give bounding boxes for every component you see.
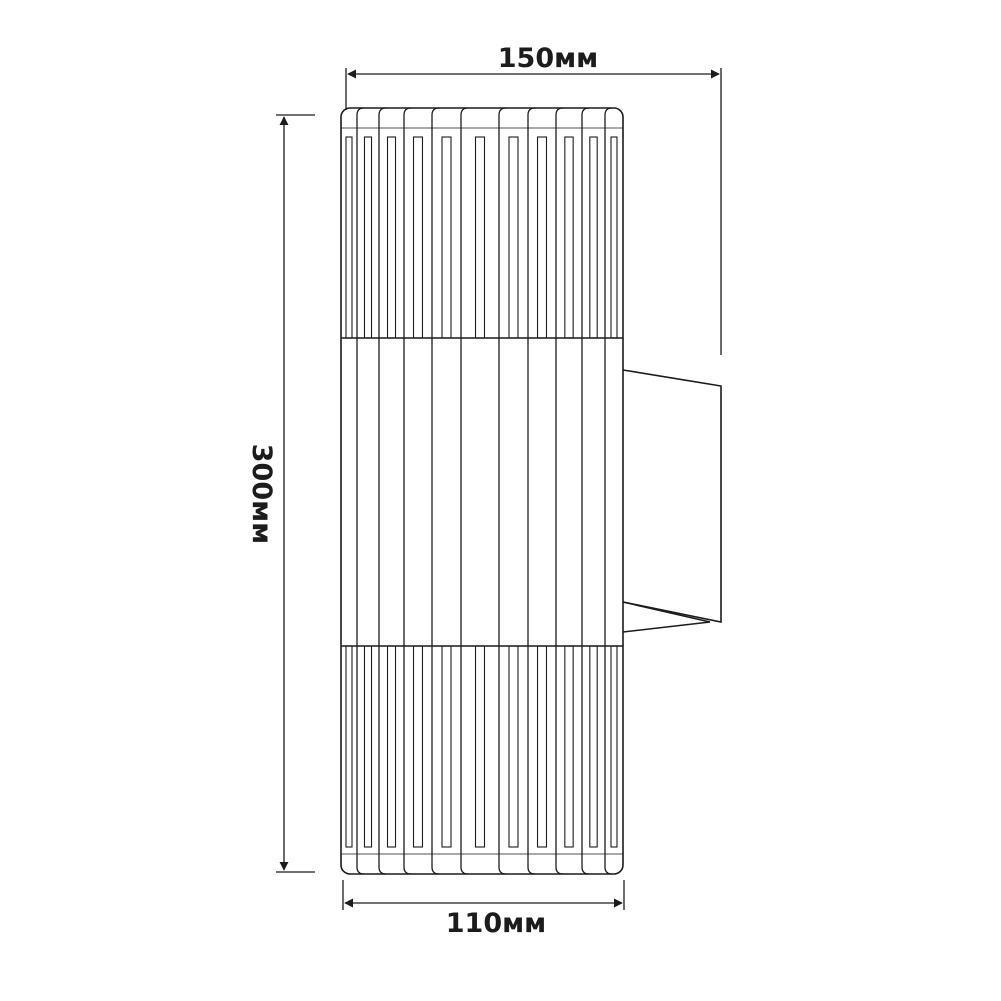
fin-cap-bottom (378, 866, 387, 875)
lower-slot (412, 645, 424, 848)
fin-cap-top (460, 107, 469, 116)
upper-slot (345, 136, 353, 339)
fin-cap-bottom (581, 866, 590, 875)
fin-cap-top (604, 107, 613, 116)
fin-cap-bottom (604, 866, 613, 875)
lamp-body-outline (340, 107, 624, 875)
fin-cap-top (527, 107, 536, 116)
lamp-fins (341, 107, 623, 875)
fin-cap-top (378, 107, 387, 116)
lower-slot (564, 645, 574, 848)
lower-slot (589, 645, 598, 848)
upper-slot (508, 136, 519, 339)
lower-slot (610, 645, 618, 848)
bottom-width-dimension: 110мм (342, 880, 625, 939)
upper-slot (363, 136, 373, 339)
upper-slot (441, 136, 452, 339)
upper-slot (412, 136, 424, 339)
fin-cap-top (356, 107, 365, 116)
upper-slot (564, 136, 574, 339)
fin-cap-bottom (555, 866, 564, 875)
height-label: 300мм (246, 444, 277, 545)
bottom-width-label: 110мм (446, 908, 547, 939)
lower-slot (386, 645, 397, 848)
top-width-label: 150мм (498, 43, 599, 74)
fin-cap-bottom (460, 866, 469, 875)
lower-slot (363, 645, 373, 848)
lower-slot (345, 645, 353, 848)
upper-slot (610, 136, 618, 339)
fin-cap-bottom (527, 866, 536, 875)
fin-cap-bottom (498, 866, 507, 875)
upper-slot (589, 136, 598, 339)
upper-slot (474, 136, 486, 339)
lower-slot (474, 645, 486, 848)
upper-slot (536, 136, 548, 339)
fin-cap-bottom (431, 866, 440, 875)
wall-mount-bracket (622, 369, 722, 633)
lower-slot (536, 645, 548, 848)
fin-cap-top (403, 107, 412, 116)
upper-slot (386, 136, 397, 339)
fin-cap-bottom (356, 866, 365, 875)
fin-cap-top (431, 107, 440, 116)
top-width-dimension: 150мм (345, 43, 722, 355)
fin-cap-top (581, 107, 590, 116)
lower-slot (441, 645, 452, 848)
lamp-body (340, 107, 624, 875)
height-dimension: 300мм (246, 114, 315, 873)
lower-slot (508, 645, 519, 848)
fin-cap-top (498, 107, 507, 116)
fin-cap-bottom (403, 866, 412, 875)
fin-cap-top (555, 107, 564, 116)
